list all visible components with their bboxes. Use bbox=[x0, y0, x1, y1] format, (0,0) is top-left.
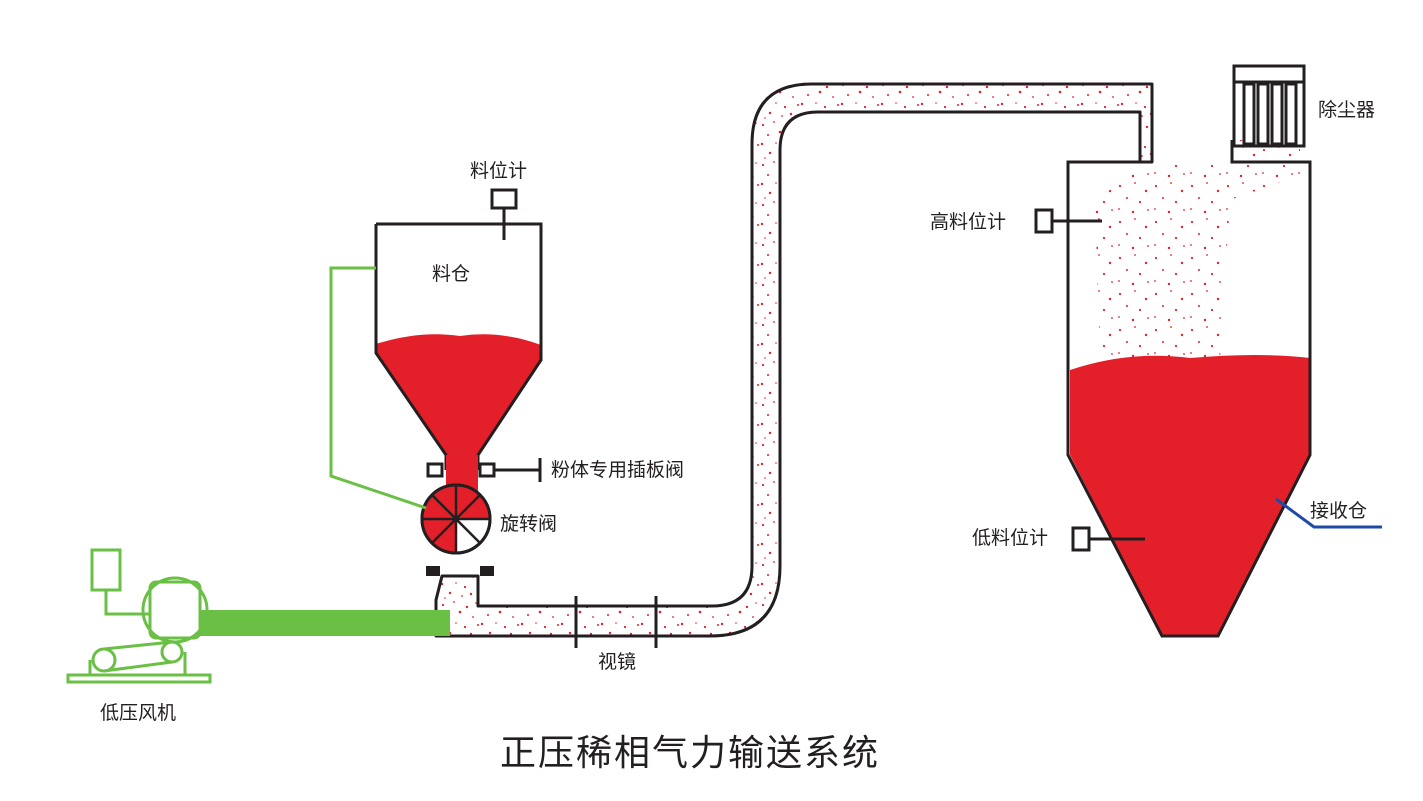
blower-label: 低压风机 bbox=[100, 702, 177, 724]
receiver-material bbox=[1070, 355, 1310, 636]
rotary-valve bbox=[420, 483, 492, 555]
sight-glass-label: 视镜 bbox=[598, 651, 637, 673]
low-pressure-blower bbox=[66, 548, 212, 684]
outlet-flange bbox=[426, 566, 494, 576]
level-gauge-label: 料位计 bbox=[470, 160, 528, 182]
receiver-pointer bbox=[1275, 497, 1382, 529]
receiver-speckle bbox=[1095, 140, 1300, 360]
low-level-gauge bbox=[1071, 526, 1145, 552]
receiver-label: 接收仓 bbox=[1310, 500, 1368, 522]
slide-gate-label: 粉体专用插板阀 bbox=[551, 459, 685, 481]
receiver-outline bbox=[1066, 140, 1312, 638]
diagram-title: 正压稀相气力输送系统 bbox=[500, 733, 881, 774]
dust-collector bbox=[1232, 64, 1306, 148]
hopper-material bbox=[376, 334, 541, 455]
air-supply-line bbox=[200, 610, 450, 636]
conveying-pipe bbox=[434, 82, 1154, 638]
rotary-valve-label: 旋转阀 bbox=[500, 513, 558, 535]
control-line bbox=[329, 266, 427, 510]
high-level-gauge bbox=[1034, 208, 1102, 234]
slide-gate-valve bbox=[426, 458, 542, 482]
hopper-level-gauge bbox=[490, 188, 518, 240]
high-level-label: 高料位计 bbox=[930, 211, 1007, 233]
hopper-label: 料仓 bbox=[432, 263, 471, 285]
sight-glass bbox=[574, 596, 658, 648]
dust-collector-label: 除尘器 bbox=[1318, 99, 1376, 121]
low-level-label: 低料位计 bbox=[972, 527, 1049, 549]
